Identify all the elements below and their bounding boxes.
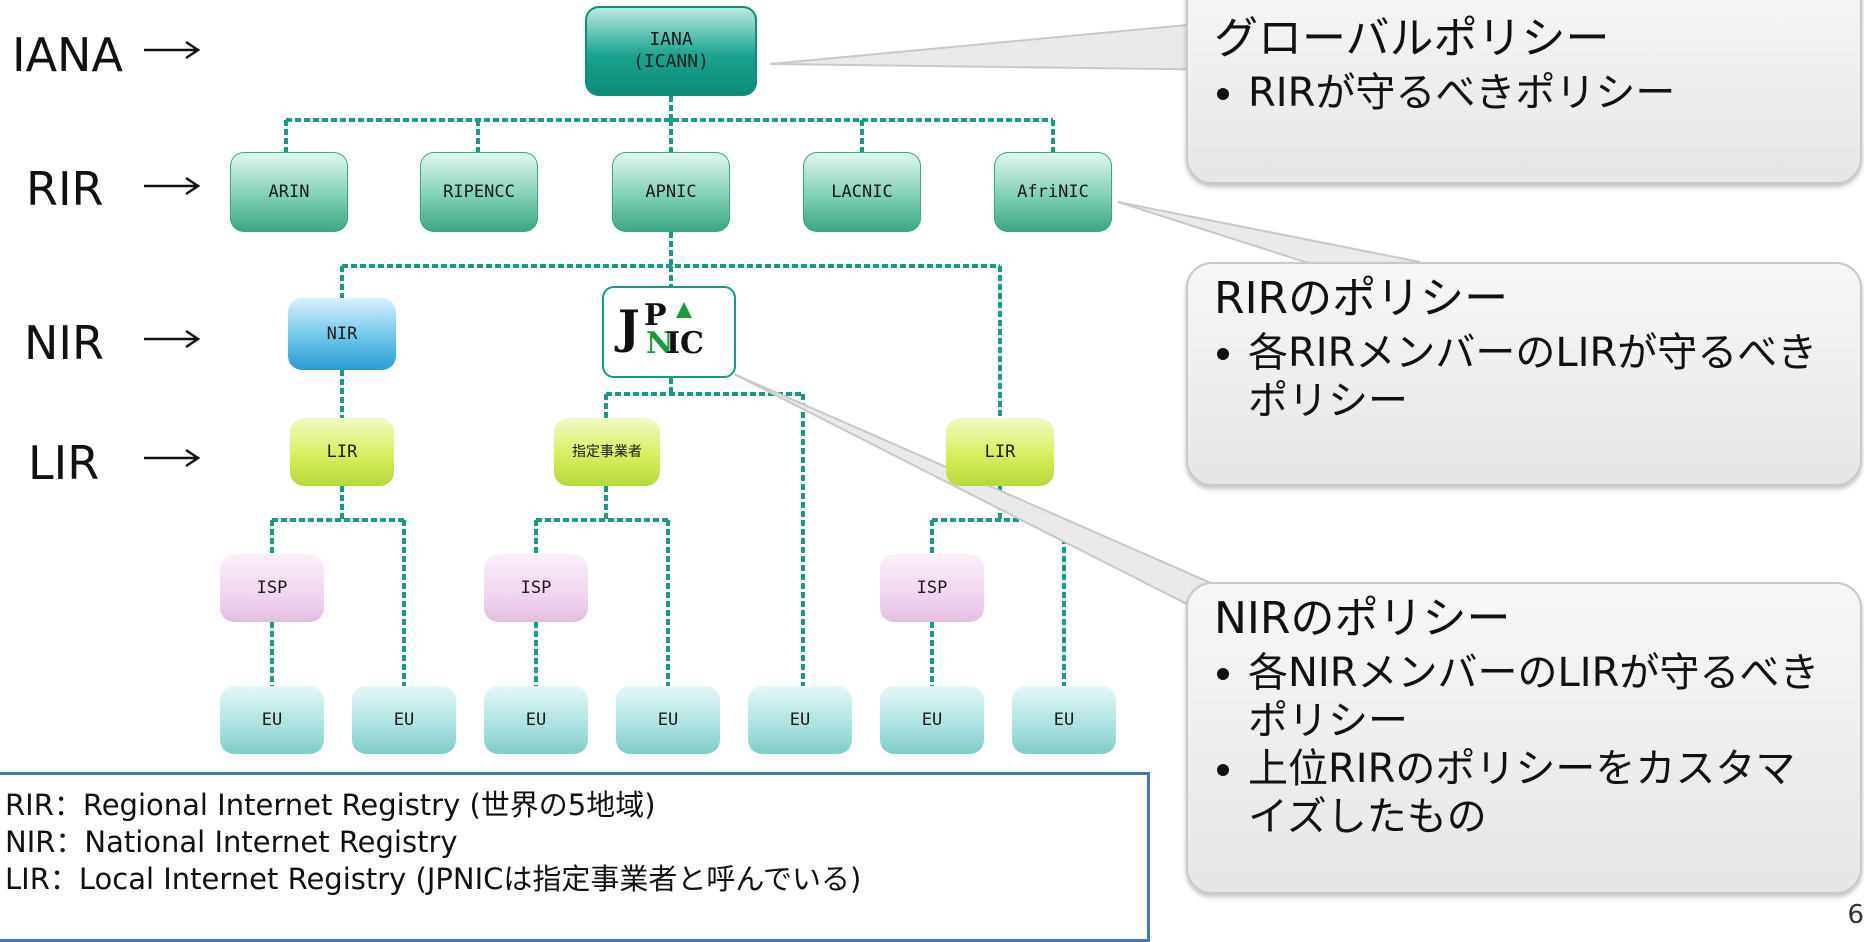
- legend-line-nir: NIR：National Internet Registry: [5, 824, 458, 859]
- node-rir-ripencc: RIPENCC: [420, 152, 538, 232]
- node-isp-1: ISP: [220, 554, 324, 622]
- node-iana: IANA (ICANN): [585, 6, 757, 96]
- node-eu-5: EU: [748, 686, 852, 754]
- node-eu-1: EU: [220, 686, 324, 754]
- node-eu-4: EU: [616, 686, 720, 754]
- callout-global-bullets: RIRが守るべきポリシー: [1214, 69, 1834, 117]
- tree-lines: [270, 96, 1066, 686]
- callout-global-bullet: RIRが守るべきポリシー: [1248, 69, 1834, 117]
- node-isp-3: ISP: [880, 554, 984, 622]
- level-label-iana: IANA: [12, 28, 123, 82]
- node-rir-lacnic: LACNIC: [803, 152, 921, 232]
- level-label-rir: RIR: [26, 162, 104, 216]
- level-label-lir: LIR: [28, 436, 100, 490]
- node-rir-apnic: APNIC: [612, 152, 730, 232]
- callout-nir-bullet-2: 上位RIRのポリシーをカスタマイズしたもの: [1248, 745, 1834, 841]
- callout-global-policy: グローバルポリシー RIRが守るべきポリシー: [1186, 0, 1862, 184]
- callout-rir-bullets: 各RIRメンバーのLIRが守るべきポリシー: [1214, 329, 1834, 425]
- callout-rir-title: RIRのポリシー: [1214, 273, 1509, 324]
- callout-rir-bullet: 各RIRメンバーのLIRが守るべきポリシー: [1248, 329, 1834, 425]
- page-number: 6: [1847, 900, 1864, 930]
- legend-line-lir: LIR：Local Internet Registry (JPNICは指定事業者…: [5, 861, 862, 896]
- callout-pointers: [733, 18, 1421, 632]
- callout-rir-policy: RIRのポリシー 各RIRメンバーのLIRが守るべきポリシー: [1186, 262, 1862, 486]
- callout-nir-bullets: 各NIRメンバーのLIRが守るべきポリシー 上位RIRのポリシーをカスタマイズし…: [1214, 649, 1834, 841]
- node-isp-2: ISP: [484, 554, 588, 622]
- legend-box: RIR：Regional Internet Registry (世界の5地域) …: [0, 772, 1150, 942]
- level-label-nir: NIR: [24, 316, 104, 370]
- node-rir-arin: ARIN: [230, 152, 348, 232]
- node-eu-2: EU: [352, 686, 456, 754]
- callout-nir-bullet-1: 各NIRメンバーのLIRが守るべきポリシー: [1248, 649, 1834, 745]
- level-arrows: [144, 40, 201, 468]
- diagram-connectors: [144, 18, 1421, 686]
- node-eu-7: EU: [1012, 686, 1116, 754]
- node-eu-6: EU: [880, 686, 984, 754]
- callout-global-title: グローバルポリシー: [1214, 13, 1610, 64]
- node-lir-left: LIR: [290, 418, 394, 486]
- callout-nir-title: NIRのポリシー: [1214, 593, 1511, 644]
- node-lir-right: LIR: [946, 418, 1054, 486]
- node-nir: NIR: [288, 298, 396, 370]
- legend-line-rir: RIR：Regional Internet Registry (世界の5地域): [5, 788, 656, 822]
- node-eu-3: EU: [484, 686, 588, 754]
- node-rir-afrinic: AfriNIC: [994, 152, 1112, 232]
- node-lir-shitei: 指定事業者: [554, 418, 660, 486]
- callout-nir-policy: NIRのポリシー 各NIRメンバーのLIRが守るべきポリシー 上位RIRのポリシ…: [1186, 582, 1862, 894]
